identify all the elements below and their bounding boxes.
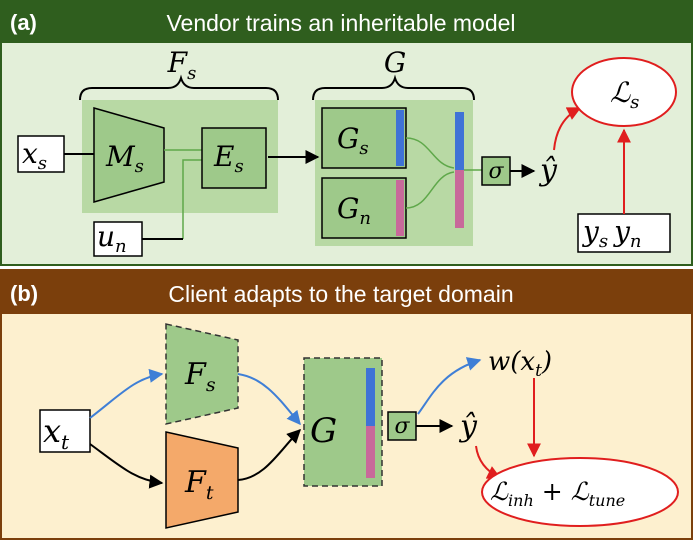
g-b-pink-bar	[366, 426, 375, 478]
xs-input-box	[17, 135, 65, 173]
ft-trainable-block	[165, 431, 239, 529]
loss-b-ellipse	[481, 457, 679, 527]
yhat-to-loss-a-arrow	[553, 107, 582, 151]
ft-to-g-arrow	[237, 429, 301, 481]
gn-block	[321, 177, 407, 239]
panel-a: (a) Vendor trains an inheritable model F…	[0, 0, 693, 266]
yhat-a-label: ŷ	[538, 153, 558, 188]
fs-b-label: Fs	[184, 357, 216, 396]
panel-a-header	[1, 1, 692, 43]
concat-pink-bar	[455, 170, 464, 228]
ms-encoder-block	[93, 107, 165, 203]
gn-to-concat-curve	[405, 171, 455, 209]
fs-frozen-block	[165, 323, 239, 425]
un-to-es-green-line	[182, 159, 202, 239]
xt-input-box	[39, 409, 91, 453]
panel-b-header	[1, 270, 692, 314]
fs-brace	[79, 74, 279, 101]
panel-b-tag: (b)	[10, 281, 38, 306]
concat-blue-bar	[455, 112, 464, 170]
sigma-b-block	[387, 411, 417, 441]
panel-b-title: Client adapts to the target domain	[168, 281, 513, 307]
fs-to-g-arrow	[237, 373, 301, 426]
xt-to-ft-arrow	[89, 443, 164, 489]
g-b-label: G	[310, 411, 337, 451]
weight-label: w(xt)	[488, 347, 552, 381]
gs-to-concat-curve	[405, 137, 455, 169]
es-block	[201, 127, 267, 189]
loss-s-ellipse	[571, 57, 677, 127]
sigma-b-label: σ	[394, 414, 410, 439]
un-input-box	[93, 221, 143, 257]
panel-b: (b) Client adapts to the target domain x…	[0, 269, 693, 540]
g-brace-label: G	[384, 46, 406, 79]
yhat-b-label: ŷ	[458, 409, 478, 444]
gn-pink-bar	[396, 180, 404, 236]
xt-to-fs-arrow	[89, 368, 164, 419]
sigma-a-label: σ	[488, 159, 504, 184]
panel-a-tag: (a)	[10, 10, 37, 35]
gs-blue-bar	[396, 110, 404, 166]
panel-a-title: Vendor trains an inheritable model	[166, 10, 515, 36]
g-b-blue-bar	[366, 368, 375, 426]
sigma-to-weight-arrow	[417, 357, 482, 415]
g-brace	[312, 74, 475, 101]
